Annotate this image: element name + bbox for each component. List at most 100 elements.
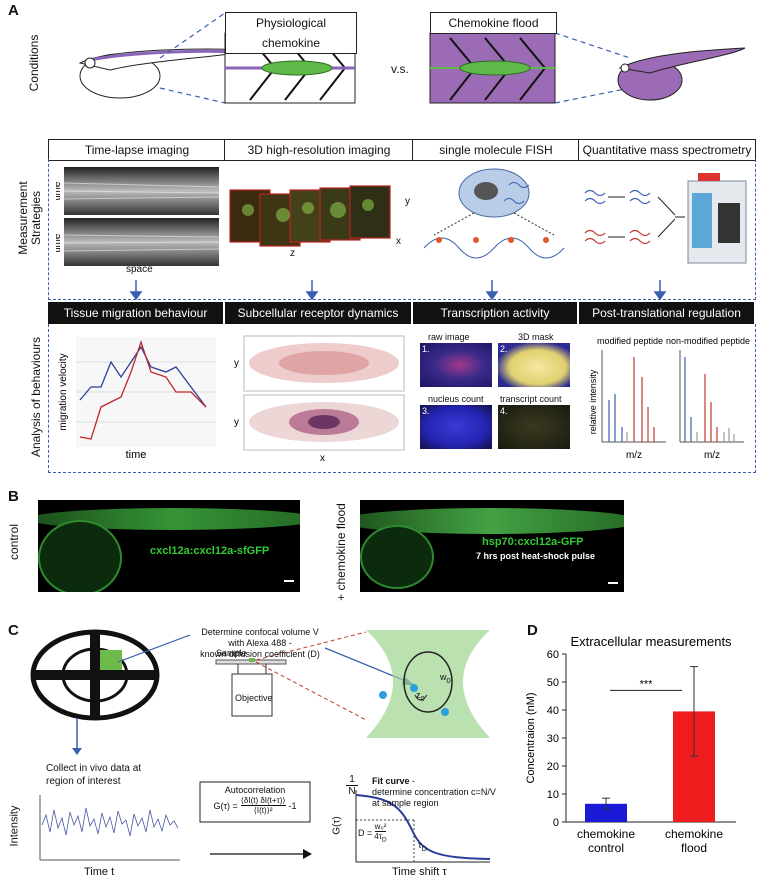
d-eq-numerator: w₀²: [374, 822, 387, 832]
embryo-diagram: [30, 629, 160, 721]
tau-d-sub: D: [421, 843, 427, 853]
kymograph-panels: time time: [56, 167, 220, 266]
determine-volume-text: Determine confocal volume V with Alexa 4…: [186, 627, 334, 660]
control-micrograph: [38, 500, 300, 592]
fish-tile-num-3: 3.: [422, 406, 430, 416]
y-tick-label: 60: [547, 649, 559, 661]
d-eq-den-text: 4τ: [374, 832, 382, 841]
significance-label: ***: [640, 678, 654, 690]
density-axis-x: x: [320, 453, 325, 464]
one-over-n-label: 1 N: [346, 774, 358, 797]
row-label-analysis: Analysis of behaviours: [29, 336, 43, 458]
one-over-n-denominator: N: [348, 786, 356, 797]
z0-label: z0: [416, 690, 425, 703]
control-side-label: control: [7, 523, 22, 561]
strategy-3d-imaging: 3D high-resolution imaging: [224, 139, 413, 161]
z0-text: z: [416, 690, 421, 700]
mass-spec-illustration: [584, 173, 747, 264]
extracellular-bar-chart: Extracellular measurements0102030405060C…: [525, 634, 736, 855]
diffusion-equation: D = w₀² 4τD: [358, 822, 387, 844]
smfish-illustration: [423, 168, 565, 259]
kymo-time-label-2: time: [56, 233, 63, 252]
autocorr-formula: G(τ) = ⟨δI(t) δI(t+τ)⟩ ⟨I(t)⟩² -1: [200, 796, 310, 815]
x-category-label: chemokine: [665, 827, 723, 841]
y-tick-label: 40: [547, 705, 559, 717]
versus-label: v.s.: [391, 62, 409, 76]
x-category-label: flood: [681, 841, 707, 855]
stack-axis-x: x: [396, 236, 401, 247]
panel-b-letter: B: [8, 488, 19, 505]
panel-d-letter: D: [527, 622, 538, 639]
fit-curve-text: Fit curve - determine concentration c=N/…: [372, 776, 496, 808]
fish-tile-num-2: 2.: [500, 344, 508, 354]
fish-tile-nucleus-label: nucleus count: [428, 394, 484, 404]
receptor-density-plots: y y x: [234, 335, 405, 464]
y-tick-label: 10: [547, 789, 559, 801]
bar-control: [585, 803, 627, 822]
ms-nonmodified-label: non-modified peptide: [666, 336, 750, 346]
larva-right-illustration: [617, 47, 746, 101]
autocorr-lhs: G(τ) =: [213, 800, 238, 811]
determine-line-3: known diffusion coefficient (D): [200, 649, 320, 659]
fish-tile-num-4: 4.: [500, 406, 508, 416]
migration-xlabel: time: [126, 449, 147, 460]
migration-velocity-plot: migration velocity time: [58, 337, 216, 460]
fish-tile-transcript-label: transcript count: [500, 394, 562, 404]
d-eq-lhs: D =: [358, 827, 373, 838]
fit-line-1: determine concentration c=N/V: [372, 787, 496, 797]
fish-tile-raw-label: raw image: [428, 332, 470, 342]
strategy-smfish: single molecule FISH: [412, 139, 579, 161]
down-arrows: [129, 280, 667, 301]
tau-d-text: τ: [418, 840, 422, 850]
collect-data-text: Collect in vivo data at region of intere…: [46, 762, 141, 788]
objective-label: Objective: [235, 693, 273, 703]
fish-tile-transcript: 4.: [498, 405, 570, 449]
d-eq-den-sub: D: [381, 836, 387, 844]
kymo-time-label-1: time: [56, 181, 63, 200]
3d-stack-illustration: [229, 185, 391, 247]
mass-spectra-plot: modified peptide non-modified peptide re…: [588, 336, 750, 461]
panel-a-letter: A: [8, 2, 19, 19]
flood-caption: hsp70:cxcl12a-GFP: [482, 536, 584, 548]
y-tick-label: 50: [547, 677, 559, 689]
z0-sub: 0: [420, 693, 425, 703]
stack-axis-z: z: [290, 248, 295, 259]
ms-ylabel: relative intensity: [588, 369, 598, 434]
ms-xlabel-1: m/z: [626, 450, 642, 461]
ms-xlabel-2: m/z: [704, 450, 720, 461]
analysis-receptor: Subcellular receptor dynamics: [225, 302, 411, 324]
control-caption: cxcl12a:cxcl12a-sfGFP: [150, 545, 270, 557]
migration-ylabel: migration velocity: [58, 353, 69, 430]
analysis-migration: Tissue migration behaviour: [48, 302, 223, 324]
ms-modified-label: modified peptide: [597, 336, 663, 346]
autocorrelation-box: Autocorrelation G(τ) = ⟨δI(t) δI(t+τ)⟩ ⟨…: [200, 782, 310, 822]
row-label-conditions: Conditions: [27, 34, 41, 92]
collect-line-1: Collect in vivo data at: [46, 763, 142, 774]
condition-flood-label: Chemokine flood: [430, 12, 557, 34]
flood-subcaption: 7 hrs post heat-shock pulse: [476, 551, 596, 561]
determine-line-2: with Alexa 488 -: [228, 638, 292, 648]
one-over-n-numerator: 1: [346, 774, 358, 786]
fish-tiles-grid: raw image 3D mask 1. 2. nucleus count tr…: [420, 332, 572, 462]
larva-left-illustration: [78, 48, 251, 99]
y-tick-label: 20: [547, 761, 559, 773]
w0-label: w0: [440, 672, 451, 685]
time-shift-label: Time shift τ: [392, 866, 447, 878]
sample-label: Sample: [216, 648, 247, 658]
condition-physiological-label: Physiological chemokine: [225, 12, 357, 54]
fish-tile-nucleus: 3.: [420, 405, 492, 449]
fish-tile-num-1: 1.: [422, 344, 430, 354]
fish-tile-raw: 1.: [420, 343, 492, 387]
panel-c-letter: C: [8, 622, 19, 639]
d-eq-denominator: 4τD: [374, 832, 386, 844]
w0-text: w: [440, 672, 447, 682]
flood-side-label: + chemokine flood: [333, 503, 348, 601]
strategy-timelapse: Time-lapse imaging: [48, 139, 225, 161]
fit-line-2: at sample region: [372, 798, 439, 808]
fcs-setup-illustration: [30, 629, 491, 863]
row-label-strategies: Measurement Strategies: [16, 181, 43, 255]
determine-line-1: Determine confocal volume V: [201, 627, 319, 637]
stack-axis-y: y: [405, 196, 410, 207]
kymo-space-label: space: [126, 264, 153, 275]
analysis-post-translational: Post-translational regulation: [579, 302, 754, 324]
